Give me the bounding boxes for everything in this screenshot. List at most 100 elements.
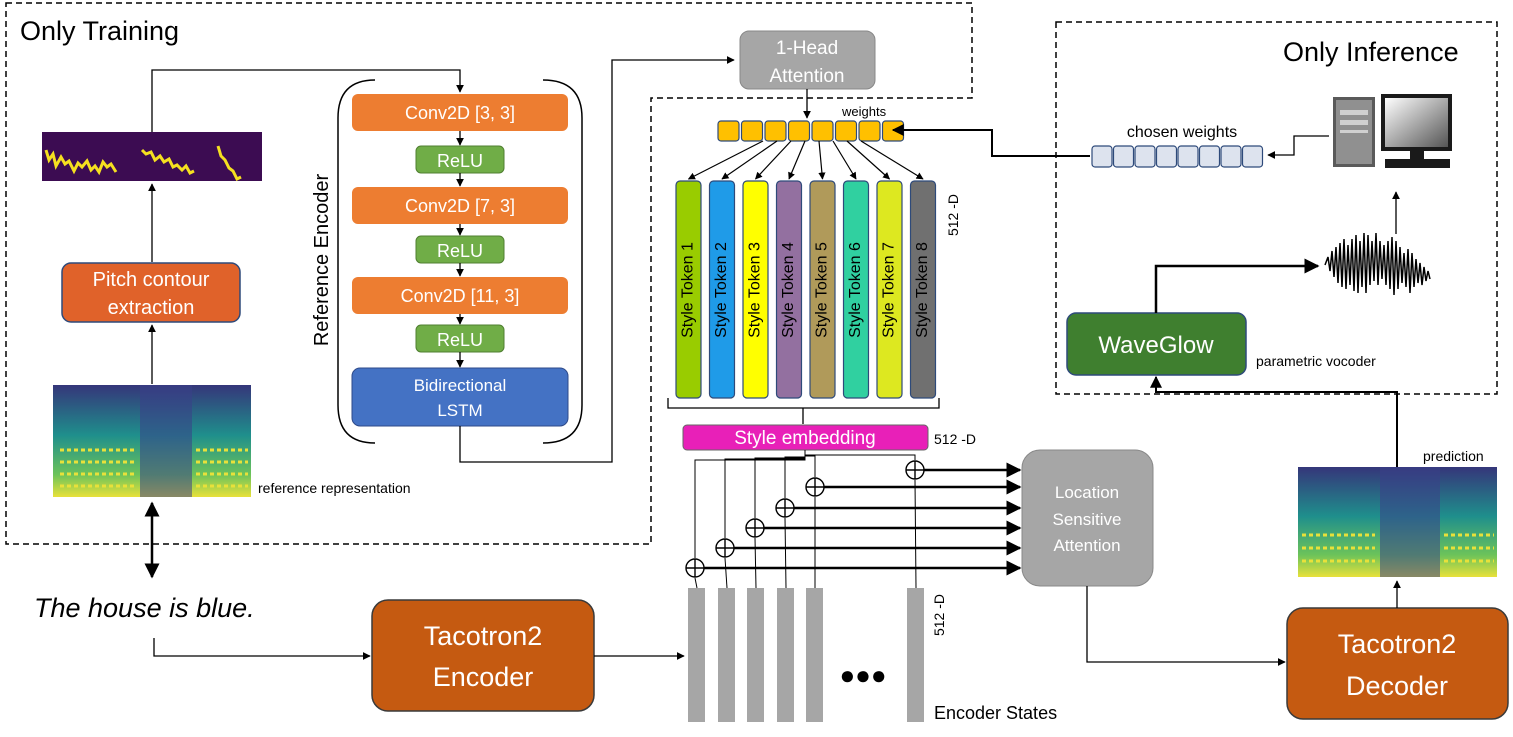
inference-region-border	[1055, 21, 1498, 395]
pitch-contour-label-line1: Pitch contour	[93, 269, 210, 291]
lsa-to-decoder-arrow	[1086, 586, 1286, 666]
chosen-weight-cell	[1177, 145, 1199, 168]
style-tokens-group: Style Token 1 Style Token 2 Style Token 3 S…	[675, 180, 937, 399]
computer-to-chosen-weights-arrow	[1267, 135, 1329, 159]
encoder-states-label: Encoder States	[934, 703, 1057, 723]
encoder-state-bar	[907, 588, 924, 722]
style-token-label: Style Token 8	[914, 242, 931, 338]
style-token-5	[809, 180, 836, 399]
reference-representation-label: reference representation	[258, 480, 411, 496]
encoder-state-bar	[777, 588, 794, 722]
weight-to-token-arrow	[788, 140, 806, 180]
conv2d-layer-1-label: Conv2D [3, 3]	[405, 103, 515, 123]
weight-to-token-arrow	[846, 140, 891, 180]
waveglow-label: WaveGlow	[1098, 332, 1214, 359]
state-to-adder-line	[914, 479, 917, 589]
chosen-weight-cell	[1220, 145, 1242, 168]
encoder-states-ellipsis: ●●●	[839, 660, 886, 690]
encoder-label-line2: Encoder	[433, 662, 534, 692]
text-to-encoder-arrow	[153, 638, 371, 660]
chosen-weight-cell	[1091, 145, 1113, 168]
state-to-adder-line	[724, 557, 728, 589]
weight-to-token-arrow	[860, 140, 924, 180]
weight-to-token-arrow	[687, 140, 764, 180]
relu-layer-2-label: ReLU	[437, 241, 483, 261]
adder-cross	[686, 559, 704, 577]
prediction-spectrogram-image	[1298, 467, 1497, 577]
reference-spectrogram-image	[53, 385, 251, 497]
input-text: The house is blue.	[34, 593, 255, 623]
reference-encoder-bracket-left	[337, 79, 376, 444]
conv2d-layer-3	[352, 277, 568, 314]
weight-cell	[764, 120, 787, 142]
adder-cross	[806, 478, 824, 496]
weight-to-token-arrow	[818, 140, 826, 180]
embedding-to-adder-line	[804, 450, 816, 477]
waveglow-to-audio-arrow	[1154, 258, 1320, 313]
lsa-label-line2: Sensitive	[1053, 510, 1122, 529]
encoder-state-bar	[747, 588, 764, 722]
style-token-8	[909, 180, 937, 399]
training-region-border	[5, 2, 973, 545]
lsa-label-line1: Location	[1055, 483, 1119, 502]
conv2d-layer-3-label: Conv2D [11, 3]	[401, 286, 520, 306]
state-to-adder-line	[784, 517, 787, 589]
encoder-state-bar	[718, 588, 735, 722]
chosen-weight-cell	[1155, 145, 1178, 168]
state-to-adder-line	[754, 537, 757, 589]
state-to-adder-line	[694, 577, 698, 589]
chosen-weights-vector	[1091, 145, 1264, 168]
chosen-weight-cell	[1198, 145, 1221, 168]
chosen-weight-cell	[1134, 145, 1156, 168]
style-token-label: Style Token 5	[814, 242, 831, 338]
embedding-to-adder-line	[694, 450, 806, 558]
style-token-7	[876, 180, 903, 399]
relu-layer-3-label: ReLU	[437, 330, 483, 350]
weight-to-token-arrow	[755, 140, 792, 180]
chosen-weights-to-weights-arrow	[891, 124, 1090, 157]
style-embedding-label: Style embedding	[734, 428, 876, 449]
chosen-weight-cell	[1241, 145, 1264, 168]
adder-cross	[716, 539, 734, 557]
style-token-6	[842, 180, 870, 399]
style-token-label: Style Token 1	[680, 242, 697, 338]
style-tokens-bracket	[667, 398, 940, 424]
style-token-2	[708, 180, 736, 399]
attention-label-line1: 1-Head	[776, 38, 838, 59]
style-token-1	[675, 180, 702, 399]
lsa-label-line3: Attention	[1053, 536, 1120, 555]
style-token-label: Style Token 2	[713, 242, 730, 338]
decoder-label-line1: Tacotron2	[1338, 629, 1457, 659]
style-token-label: Style Token 3	[747, 242, 764, 338]
style-token-dimension: 512 -D	[945, 194, 961, 236]
chosen-weight-cell	[1112, 145, 1135, 168]
style-token-3	[742, 180, 769, 399]
decoder-label-line2: Decoder	[1346, 671, 1448, 701]
training-arrows	[148, 56, 735, 463]
waveglow-sublabel: parametric vocoder	[1256, 353, 1376, 369]
weights-label: weights	[841, 104, 887, 119]
pitch-contour-extraction-box	[61, 262, 241, 323]
lstm-label-line1: Bidirectional	[414, 376, 507, 395]
pitch-contour-label-line2: extraction	[108, 297, 195, 319]
weight-cell	[717, 120, 740, 142]
weight-cell	[858, 120, 881, 142]
encoder-state-bar	[806, 588, 823, 722]
weight-cell	[740, 120, 764, 142]
style-token-label: Style Token 7	[881, 242, 898, 338]
weight-cell	[811, 120, 834, 142]
training-region-label: Only Training	[20, 16, 179, 46]
inference-region-label: Only Inference	[1283, 37, 1459, 67]
conv2d-layer-1	[352, 94, 568, 131]
chosen-weights-label: chosen weights	[1127, 124, 1237, 141]
style-token-label: Style Token 6	[847, 242, 864, 338]
embedding-to-adder-line	[804, 450, 916, 460]
weight-to-token-arrow	[721, 140, 778, 180]
conv2d-layer-2-label: Conv2D [7, 3]	[405, 196, 515, 216]
weight-to-token-arrows	[687, 140, 924, 180]
style-embedding-dimension: 512 -D	[934, 431, 976, 447]
relu-layer-1-label: ReLU	[437, 151, 483, 171]
style-token-4	[775, 180, 803, 399]
style-token-label: Style Token 4	[780, 242, 797, 338]
encoder-states-group	[685, 450, 1022, 722]
